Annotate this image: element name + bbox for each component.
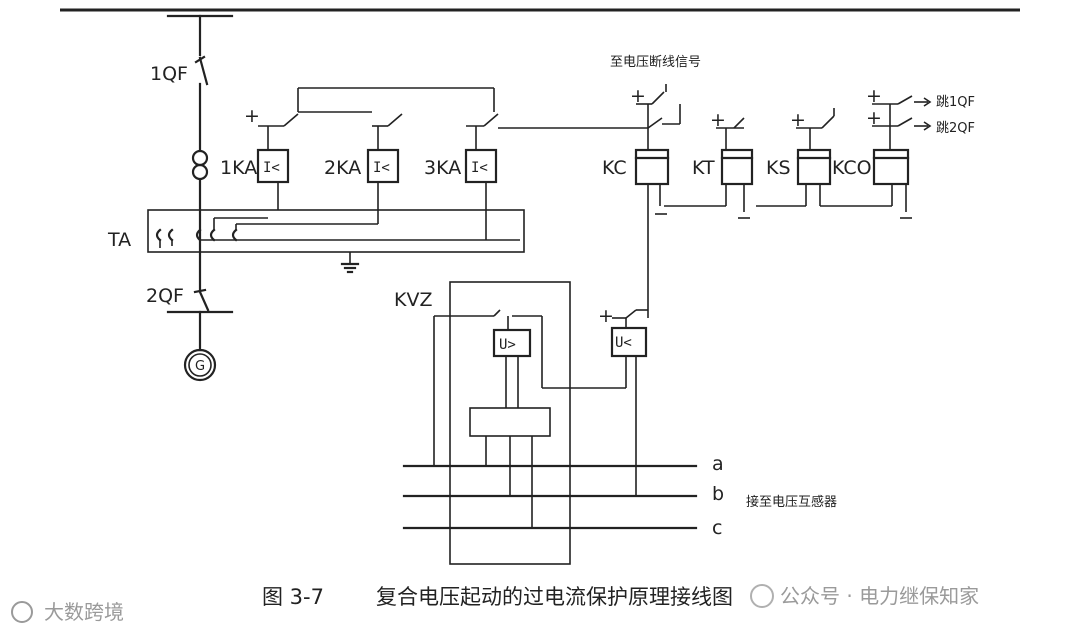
plus-1ka: +: [244, 105, 260, 127]
plus-kco-1: +: [866, 85, 882, 107]
1ka-relay-symbol: I<: [263, 160, 280, 176]
breaker-1qf: [198, 56, 209, 86]
label-ta: TA: [107, 229, 131, 251]
3ka-relay-box: [464, 148, 498, 184]
ta-coil-4-icon: [209, 228, 216, 242]
plus-kco-2: +: [866, 107, 882, 129]
ta-coil-2-icon: [167, 228, 174, 242]
watermark-right: 公众号 · 电力继保知家: [780, 584, 979, 608]
generator-circle: [183, 348, 217, 382]
label-to-voltage-signal: 至电压断线信号: [610, 55, 701, 70]
figure-caption: 图 3-7 复合电压起动的过电流保护原理接线图: [262, 585, 733, 609]
label-phase-b: b: [712, 483, 724, 505]
plus-kc: +: [630, 85, 646, 107]
generator-symbol: G: [195, 359, 205, 374]
breaker-2qf: [198, 290, 210, 312]
ks-relay-box: [796, 148, 832, 186]
watermark-left-logo-icon: [11, 601, 33, 623]
ulow-relay-box: [610, 326, 648, 358]
breaker-1qf-mark: [194, 55, 206, 64]
label-kt: KT: [692, 157, 715, 179]
caption-figure-number: 图 3-7: [262, 585, 324, 609]
caption-title: 复合电压起动的过电流保护原理接线图: [376, 585, 733, 609]
ta-coil-5-icon: [231, 228, 238, 242]
negative-seq-filter-box: [469, 407, 551, 437]
generator-inner-circle: [188, 353, 212, 377]
ct-coil-top: [191, 149, 209, 167]
voltage-section: [402, 281, 698, 565]
output-relays: [634, 84, 932, 318]
watermarks: 大数跨境 公众号 · 电力继保知家: [11, 584, 979, 624]
label-kc: KC: [602, 157, 627, 179]
3ka-relay-symbol: I<: [471, 160, 488, 176]
label-phase-a: a: [712, 453, 724, 475]
kvz-contact: [493, 309, 501, 317]
1ka-relay-box: [256, 148, 290, 184]
label-1ka: 1KA: [220, 157, 257, 179]
1ka-contact: [283, 113, 299, 127]
label-trip-1qf: 跳1QF: [936, 95, 975, 110]
label-3ka: 3KA: [424, 157, 461, 179]
plus-ulow: +: [598, 305, 614, 327]
3ka-contact: [483, 113, 499, 127]
2ka-relay-box: [366, 148, 400, 184]
label-2ka: 2KA: [324, 157, 361, 179]
uhigh-relay-box: [492, 328, 532, 358]
ks-contact: [821, 115, 835, 129]
2ka-contact: [387, 113, 403, 127]
diagram-labels: 1QF 2QF TA 1KA 2KA 3KA KC KT KS KCO KVZ …: [107, 55, 975, 539]
plus-ks: +: [790, 109, 806, 131]
kc-contact: [647, 117, 663, 129]
kc-relay-box: [634, 148, 670, 186]
trip-2qf-arrowhead: [923, 121, 932, 131]
uhigh-relay-symbol: U>: [499, 337, 516, 353]
label-phase-c: c: [712, 517, 722, 539]
kco-trip1-contact: [897, 95, 913, 105]
kvz-frame: [449, 281, 571, 565]
ta-current-transformer-group: [147, 209, 525, 274]
label-2qf: 2QF: [146, 285, 184, 307]
ta-coil-1-icon: [155, 228, 162, 242]
watermark-left: 大数跨境: [44, 600, 124, 624]
plus-kt: +: [710, 109, 726, 131]
label-ks: KS: [766, 157, 791, 179]
kco-relay-box: [872, 148, 910, 186]
kco-trip2-contact: [897, 117, 913, 127]
2ka-relay-symbol: I<: [373, 160, 390, 176]
kt-relay-box: [720, 148, 754, 186]
ct-coil-bottom: [191, 163, 209, 181]
ulow-contact: [625, 309, 637, 319]
trip-1qf-arrowhead: [923, 97, 932, 107]
ulow-relay-symbol: U<: [615, 335, 632, 351]
label-kvz: KVZ: [394, 289, 432, 311]
current-relays: [256, 87, 648, 240]
minus-marks: [655, 213, 912, 219]
label-trip-2qf: 跳2QF: [936, 121, 975, 136]
ta-coil-3-icon: [195, 228, 202, 242]
watermark-right-logo-icon: [750, 584, 774, 608]
label-to-voltage-transformer: 接至电压互感器: [746, 494, 837, 510]
label-kco: KCO: [832, 157, 872, 179]
kt-contact: [733, 117, 745, 129]
ta-wiring-box: [147, 209, 525, 253]
label-1qf: 1QF: [150, 63, 188, 85]
kc-signal-contact: [651, 91, 665, 105]
primary-circuit: [166, 14, 234, 382]
